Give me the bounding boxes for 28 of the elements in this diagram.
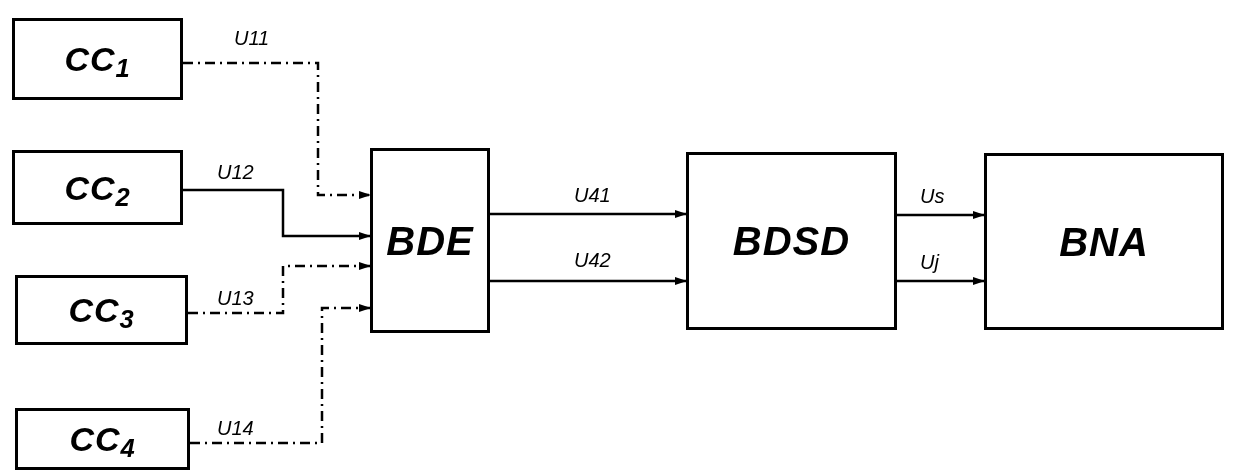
edge-label: Us [918,186,947,206]
block-label: CC$_{3}$ [68,293,135,327]
block-box [15,408,190,470]
signal-arrow [490,277,687,285]
edge-label: U12 [215,162,256,182]
block-label: CC$_{2}$ [64,170,131,205]
signal-arrow [190,304,371,445]
block-box [686,152,897,330]
edge-label: U42 [572,250,613,270]
edge-label: Uj [918,252,941,272]
signal-arrow [897,277,985,285]
block-label: BDSD [732,221,851,261]
signal-arrow [183,61,371,199]
block-label: BNA [1059,221,1149,262]
signal-arrow [897,211,985,219]
edge-label: U14 [215,418,256,438]
block-box [370,148,490,333]
block-label: CC$_{4}$ [69,422,136,456]
block-label: CC$_{1}$ [64,42,131,76]
block-box [12,150,183,225]
block-label: BDE [386,220,474,261]
signal-arrow [183,188,371,240]
edge-label: U13 [215,288,256,308]
signal-arrow [490,210,687,218]
block-box [984,153,1224,330]
block-box [12,18,183,100]
block-box [15,275,188,345]
signal-arrow [188,262,371,315]
